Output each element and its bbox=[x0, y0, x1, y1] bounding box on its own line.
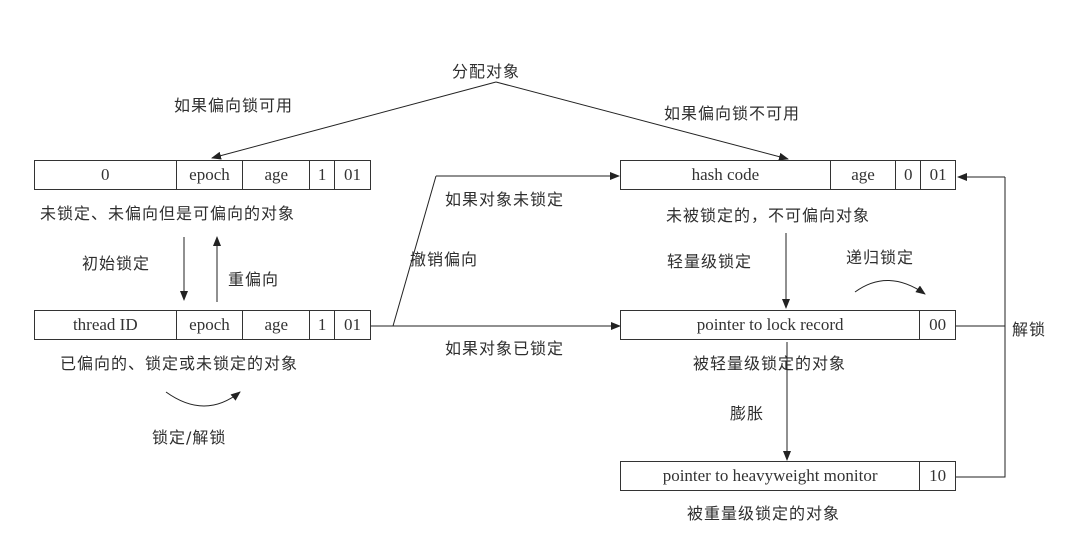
field-lock-bits: 01 bbox=[344, 165, 362, 184]
field-age: age bbox=[831, 161, 897, 189]
mark-word-heavyweight: pointer to heavyweight monitor 10 bbox=[620, 461, 956, 491]
arrow-to-biasable bbox=[211, 81, 497, 160]
arrow-recursive-lock-loop bbox=[854, 280, 926, 295]
unlock-label: 解锁 bbox=[1012, 320, 1047, 339]
caption-unlocked-unbiasable: 未被锁定的，不可偏向对象 bbox=[666, 206, 871, 225]
arrow-to-unbiasable bbox=[495, 81, 789, 161]
caption-heavyweight: 被重量级锁定的对象 bbox=[687, 504, 841, 523]
caption-biased: 已偏向的、锁定或未锁定的对象 bbox=[60, 354, 299, 373]
field-zero: 0 bbox=[35, 161, 177, 189]
caption-unlocked-biasable: 未锁定、未偏向但是可偏向的对象 bbox=[40, 204, 296, 223]
biased-unavailable-label: 如果偏向锁不可用 bbox=[664, 104, 801, 123]
field-epoch: epoch bbox=[177, 161, 244, 189]
lightweight-lock-label: 轻量级锁定 bbox=[667, 252, 753, 271]
inflate-label: 膨胀 bbox=[730, 404, 765, 423]
field-biased-bit: 0 bbox=[896, 161, 922, 189]
rebias-label: 重偏向 bbox=[228, 270, 280, 289]
initial-lock-label: 初始锁定 bbox=[82, 254, 151, 273]
if-unlocked-label: 如果对象未锁定 bbox=[445, 190, 565, 209]
field-hash-code: hash code bbox=[621, 161, 831, 189]
mark-word-biased: thread ID epoch age 1 01 bbox=[34, 310, 371, 340]
field-age: age bbox=[243, 161, 311, 189]
field-biased-bit: 1 bbox=[310, 311, 336, 339]
field-lock-bits: 00 bbox=[929, 315, 947, 334]
field-biased-bit: 1 bbox=[310, 161, 336, 189]
biased-available-label: 如果偏向锁可用 bbox=[174, 96, 294, 115]
field-epoch: epoch bbox=[177, 311, 244, 339]
field-lock-bits: 01 bbox=[344, 315, 362, 334]
field-monitor-pointer: pointer to heavyweight monitor bbox=[621, 462, 921, 490]
field-thread-id: thread ID bbox=[35, 311, 177, 339]
arrow-lock-unlock-loop bbox=[165, 391, 241, 407]
field-lock-bits: 01 bbox=[929, 165, 947, 184]
field-lock-record-pointer: pointer to lock record bbox=[621, 311, 921, 339]
revoke-bias-label: 撤销偏向 bbox=[410, 250, 479, 269]
mark-word-unlocked-unbiasable: hash code age 0 01 bbox=[620, 160, 956, 190]
mark-word-lightweight: pointer to lock record 00 bbox=[620, 310, 956, 340]
lock-unlock-label: 锁定/解锁 bbox=[152, 428, 227, 447]
field-lock-bits: 10 bbox=[929, 466, 947, 485]
line-revoke-bias bbox=[392, 175, 437, 327]
caption-lightweight: 被轻量级锁定的对象 bbox=[693, 354, 847, 373]
field-age: age bbox=[243, 311, 311, 339]
recursive-lock-label: 递归锁定 bbox=[846, 248, 915, 267]
if-locked-label: 如果对象已锁定 bbox=[445, 339, 565, 358]
allocate-object-label: 分配对象 bbox=[452, 62, 521, 81]
line-unlock-from-heavyweight bbox=[956, 177, 1006, 478]
mark-word-unlocked-biasable: 0 epoch age 1 01 bbox=[34, 160, 371, 190]
